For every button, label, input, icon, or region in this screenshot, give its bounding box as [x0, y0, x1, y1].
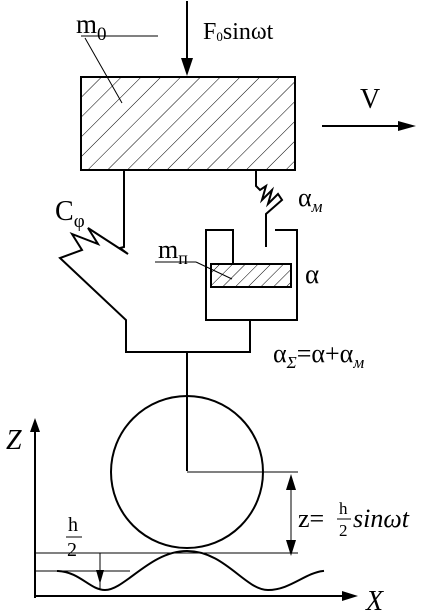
svg-text:sinωt: sinωt	[353, 504, 410, 533]
force-label: F0sinωt	[203, 19, 274, 45]
mass-main-label: m0	[76, 9, 107, 45]
z-equation-label: z= h 2 sinωt	[298, 499, 410, 540]
svg-text:h: h	[339, 499, 348, 518]
svg-text:2: 2	[67, 539, 77, 561]
alpha-sum-label: αΣ=α+αм	[273, 339, 364, 372]
z-axis	[30, 418, 40, 598]
h-half-label: h 2	[66, 514, 82, 561]
damping-spring	[255, 169, 284, 247]
road-profile	[56, 549, 325, 592]
lower-frame	[125, 319, 251, 471]
svg-text:z=: z=	[298, 504, 324, 533]
alpha-m-label: αм	[298, 183, 323, 216]
x-axis	[34, 591, 358, 601]
velocity-label: V	[360, 84, 380, 115]
velocity-arrow	[322, 121, 416, 131]
z-dimension	[286, 474, 296, 556]
h-half-dimension	[96, 553, 104, 590]
damper-housing	[205, 229, 298, 321]
z-axis-label: Z	[6, 425, 22, 456]
x-axis-label: X	[365, 586, 384, 614]
damper-mass-block	[210, 263, 292, 288]
alpha-label: α	[305, 259, 319, 289]
force-arrow	[181, 1, 193, 76]
svg-text:2: 2	[339, 521, 348, 540]
svg-text:h: h	[68, 514, 78, 536]
stiffness-spring	[58, 169, 129, 353]
stiffness-label: Cφ	[55, 196, 85, 232]
mass-damper-label: mп	[158, 235, 188, 268]
main-mass-block	[80, 76, 296, 171]
